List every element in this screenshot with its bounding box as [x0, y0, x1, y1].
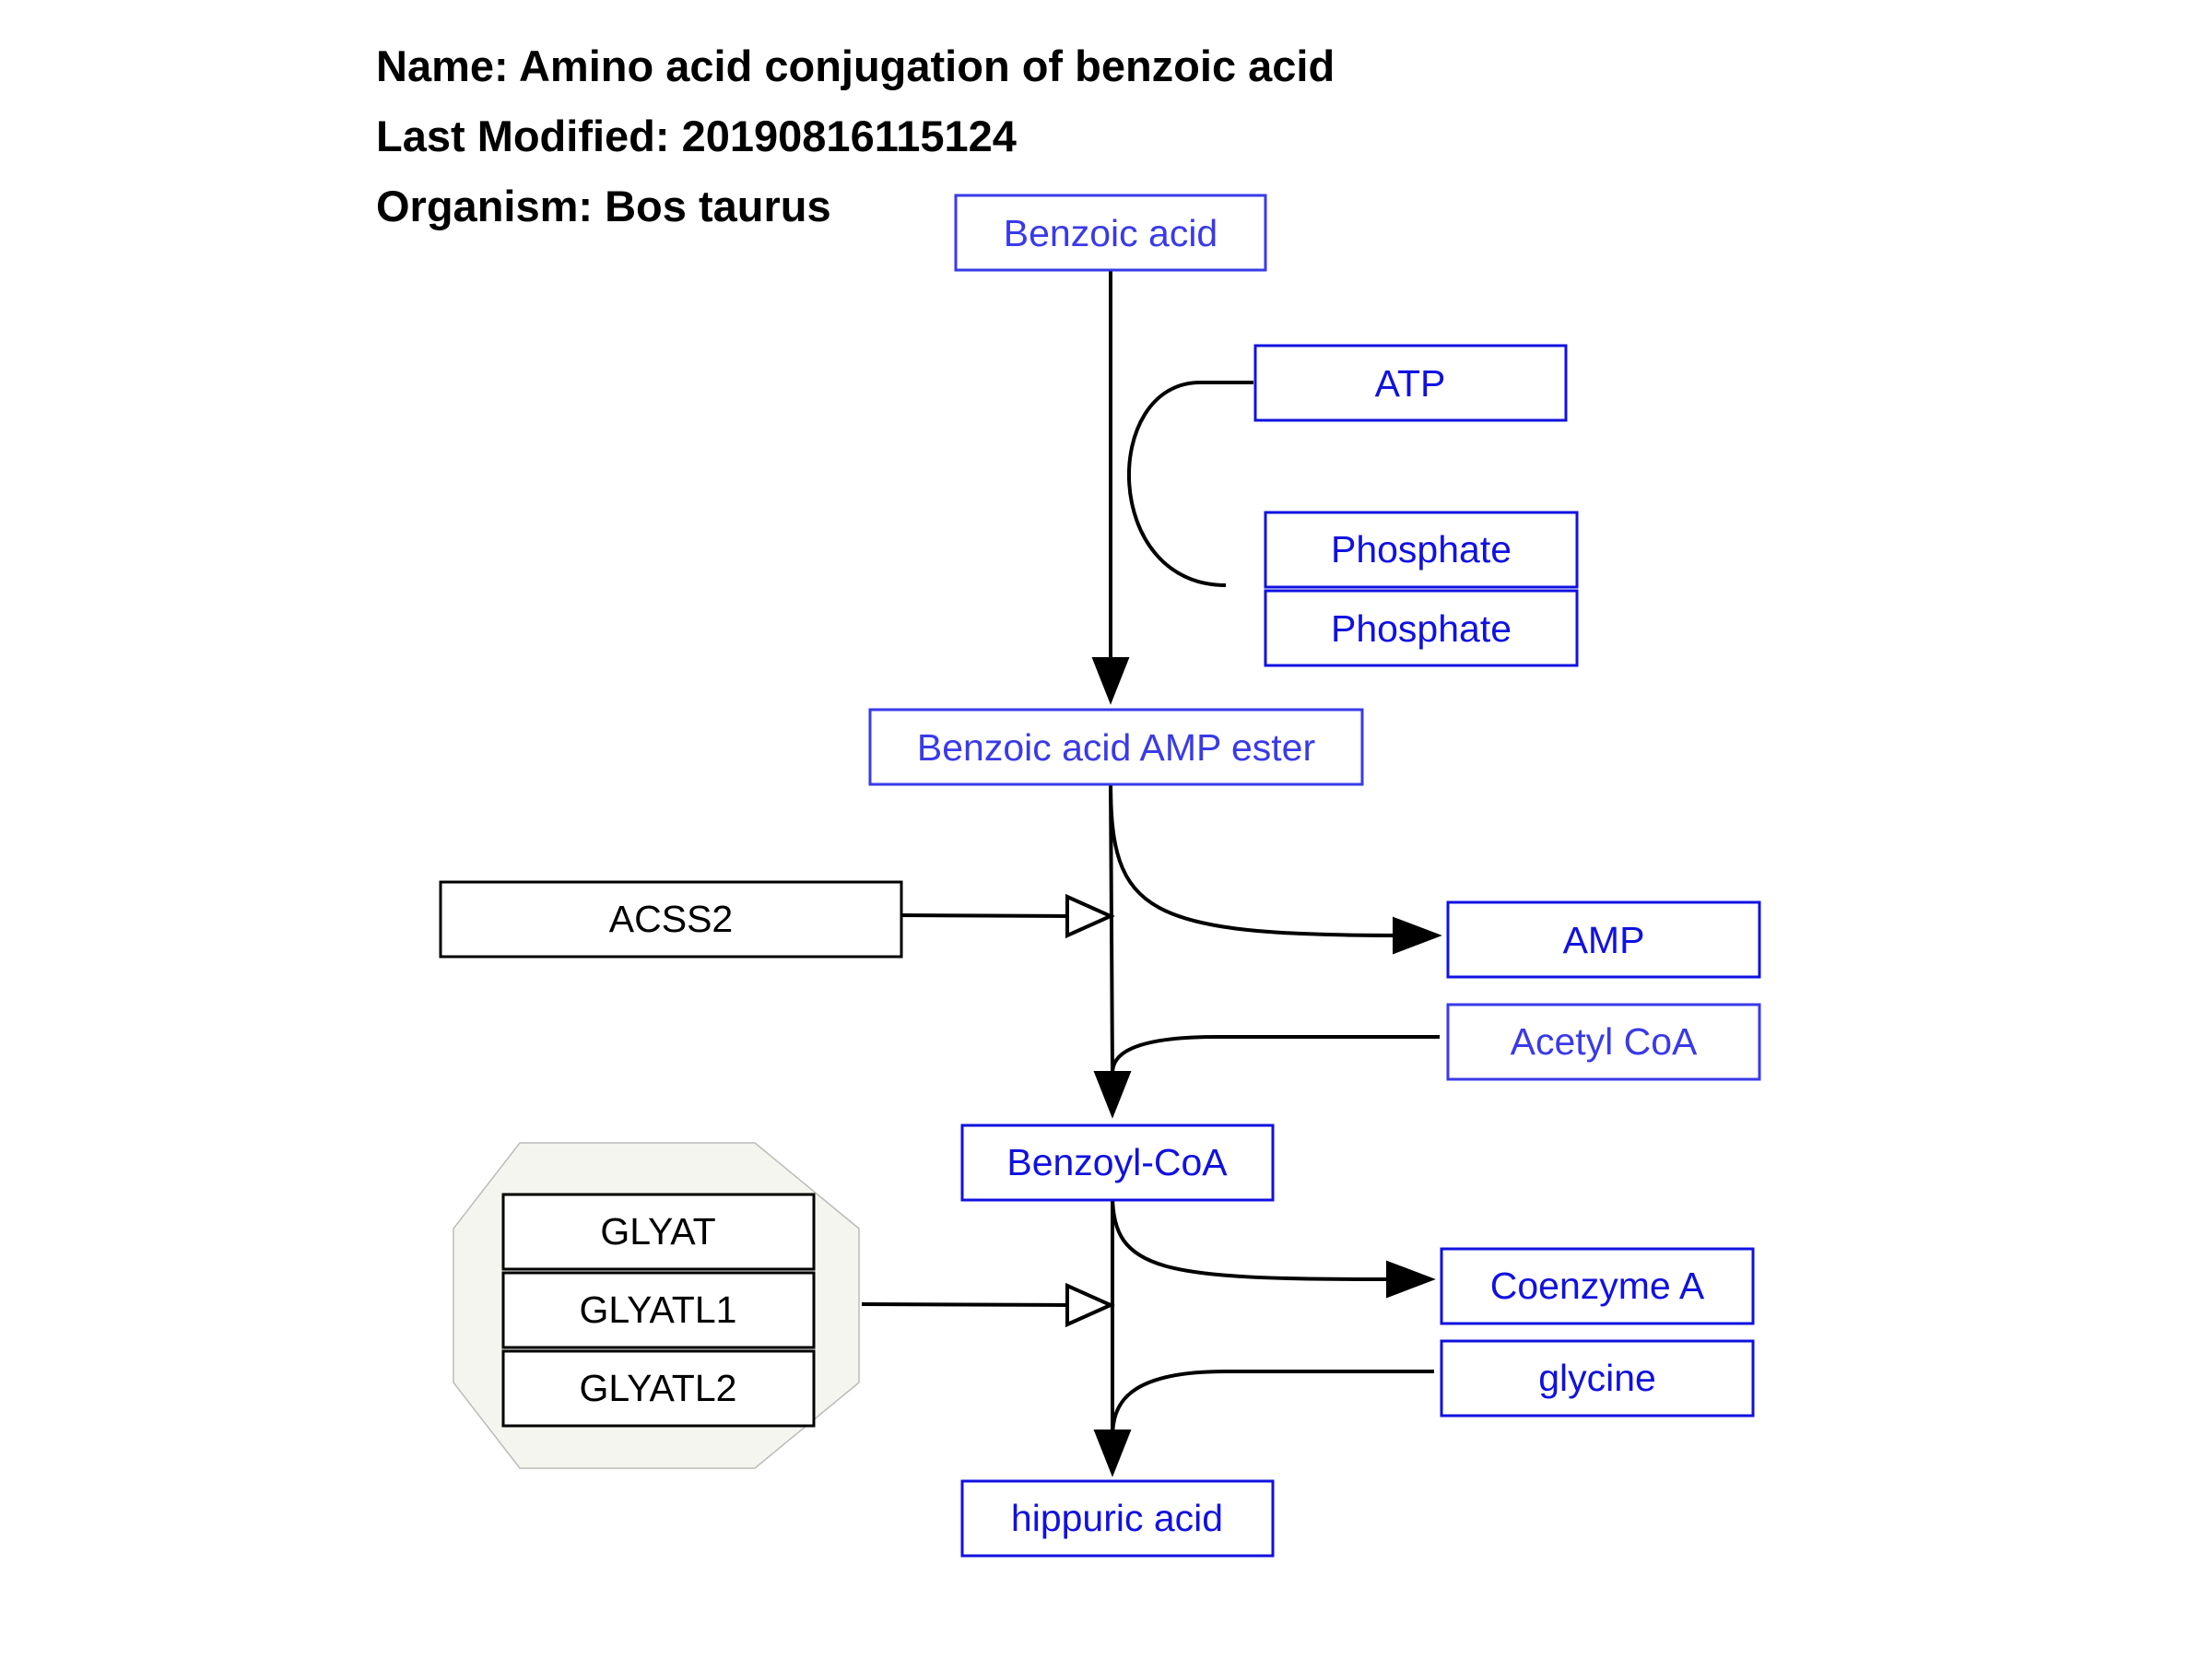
node-benzoic-acid[interactable] — [954, 194, 1267, 272]
node-phosphate-2[interactable] — [1264, 589, 1579, 667]
catalysis-arrow-acss2 — [1065, 893, 1115, 939]
label-coenzyme-a: Coenzyme A — [1490, 1265, 1705, 1307]
label-hippuric-acid: hippuric acid — [1011, 1497, 1223, 1539]
arrow-to-hippuric — [1093, 1430, 1132, 1477]
label-benzoyl-coa: Benzoyl-CoA — [1006, 1141, 1228, 1183]
node-amp[interactable] — [1446, 900, 1761, 979]
label-glyatl1: GLYATL1 — [580, 1288, 737, 1331]
node-glyatl2[interactable] — [501, 1349, 816, 1428]
node-benzoyl-coa[interactable] — [960, 1124, 1275, 1202]
node-coenzyme-a[interactable] — [1440, 1247, 1755, 1325]
edge-glyat-catalysis — [861, 1302, 1070, 1307]
arrow-to-ester — [1091, 657, 1130, 705]
last-modified: Last Modified: 20190816115124 — [376, 112, 1017, 160]
edge-atp-to-phosphate — [1127, 381, 1253, 587]
label-atp: ATP — [1375, 362, 1446, 405]
node-acetyl-coa[interactable] — [1446, 1003, 1761, 1081]
node-glyat[interactable] — [501, 1193, 816, 1271]
edge-glycine-to-hippuric — [1111, 1370, 1434, 1439]
label-phosphate-1: Phosphate — [1331, 528, 1512, 571]
label-glyat: GLYAT — [600, 1210, 715, 1253]
arrow-to-amp — [1393, 916, 1442, 955]
label-glycine: glycine — [1538, 1357, 1656, 1399]
edge-benzoyl-to-coa — [1111, 1194, 1388, 1281]
node-phosphate-1[interactable] — [1264, 511, 1579, 589]
catalysis-arrow-glyat — [1065, 1282, 1115, 1328]
edge-acss2-catalysis — [898, 913, 1070, 918]
label-benzoic-acid-amp-ester: Benzoic acid AMP ester — [917, 726, 1315, 769]
edge-acetylcoa-to-benzoyl — [1111, 1035, 1440, 1075]
edge-ester-to-benzoyl — [1109, 781, 1114, 1075]
label-amp: AMP — [1563, 919, 1645, 961]
organism: Organism: Bos taurus — [376, 182, 831, 230]
edge-ester-to-amp — [1109, 781, 1402, 937]
node-glycine[interactable] — [1440, 1339, 1755, 1418]
pathway-name: Name: Amino acid conjugation of benzoic … — [376, 41, 1335, 90]
node-benzoic-acid-amp-ester[interactable] — [868, 708, 1364, 786]
node-atp[interactable] — [1253, 344, 1568, 422]
node-glyatl1[interactable] — [501, 1271, 816, 1349]
label-benzoic-acid: Benzoic acid — [1004, 212, 1218, 254]
node-acss2[interactable] — [439, 880, 903, 959]
arrow-to-coa — [1386, 1260, 1436, 1299]
label-glyatl2: GLYATL2 — [580, 1367, 737, 1409]
label-phosphate-2: Phosphate — [1331, 607, 1512, 650]
arrow-to-benzoyl — [1093, 1071, 1132, 1119]
label-acetyl-coa: Acetyl CoA — [1511, 1020, 1698, 1063]
node-hippuric-acid[interactable] — [960, 1479, 1275, 1558]
label-acss2: ACSS2 — [609, 898, 733, 940]
